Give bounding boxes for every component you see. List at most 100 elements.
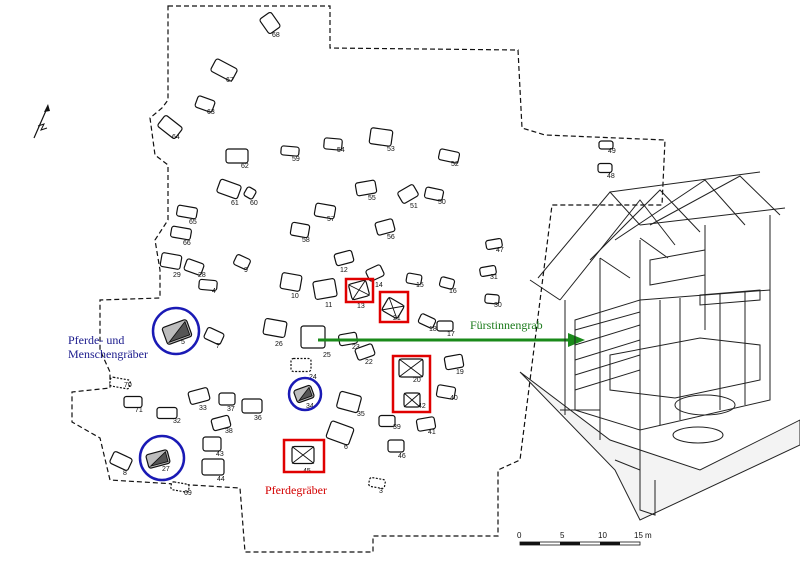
grave-number: 52	[451, 161, 459, 168]
grave-outline	[194, 95, 216, 113]
grave-outline	[312, 278, 338, 300]
grave-3: 3	[368, 476, 386, 495]
grave-number: 7	[216, 343, 220, 350]
grave-number: 40	[450, 395, 458, 402]
grave-number: 19	[456, 369, 464, 376]
scale-tick-10: 10	[598, 531, 607, 540]
grave-number: 44	[217, 476, 225, 483]
label-horse-graves: Pferdegräber	[265, 483, 327, 497]
grave-outline	[280, 145, 300, 157]
grave-number: 22	[365, 359, 373, 366]
grave-outline	[378, 414, 396, 428]
grave-number: 68	[272, 32, 280, 39]
grave-53: 53	[368, 127, 395, 153]
grave-13: 13	[348, 279, 370, 310]
grave-outline	[598, 140, 614, 150]
grave-outline	[210, 414, 232, 432]
grave-outline	[202, 436, 222, 452]
blue-highlights	[138, 306, 323, 482]
grave-outline	[225, 148, 249, 164]
grave-number: 36	[254, 415, 262, 422]
grave-44: 44	[201, 458, 225, 483]
grave-number: 15	[416, 282, 424, 289]
grave-15: 15	[405, 272, 424, 289]
red-box-grave-21	[378, 290, 410, 324]
green-arrow	[318, 333, 585, 347]
grave-cross-mark	[348, 279, 370, 301]
grave-outline	[170, 481, 190, 493]
grave-number: 59	[292, 156, 300, 163]
scale-unit: m	[645, 531, 652, 540]
grave-outline	[597, 162, 613, 174]
grave-outline	[279, 272, 303, 292]
grave-number: 20	[413, 377, 421, 384]
grave-16: 16	[438, 276, 457, 295]
grave-51: 51	[397, 184, 419, 210]
grave-number: 9	[244, 267, 248, 274]
grave-18: 18	[417, 313, 437, 333]
grave-outline	[159, 252, 183, 270]
grave-outline	[438, 276, 456, 290]
grave-50: 50	[423, 186, 446, 206]
grave-58: 58	[289, 221, 311, 244]
grave-69: 69	[170, 481, 192, 497]
grave-number: 39	[393, 424, 401, 431]
grave-cross-mark	[398, 358, 424, 378]
grave-61: 61	[216, 178, 242, 207]
scale-tick-15: 15	[634, 531, 643, 540]
grave-number: 62	[241, 163, 249, 170]
grave-number: 66	[183, 240, 191, 247]
grave-number: 8	[123, 470, 127, 477]
grave-number: 16	[449, 288, 457, 295]
grave-number: 5	[181, 339, 185, 346]
grave-outline	[290, 357, 312, 373]
grave-30: 30	[484, 293, 502, 309]
grave-34: 34	[293, 384, 315, 410]
grave-52: 52	[437, 148, 461, 168]
grave-number: 13	[357, 303, 365, 310]
grave-number: 21	[393, 315, 401, 322]
grave-number: 58	[302, 237, 310, 244]
grave-number: 70	[124, 382, 132, 389]
grave-number: 30	[494, 302, 502, 309]
grave-number: 48	[607, 173, 615, 180]
grave-outline	[109, 376, 131, 390]
grave-number: 27	[162, 466, 170, 473]
grave-62: 62	[225, 148, 249, 170]
grave-27: 27	[145, 449, 171, 473]
grave-outline	[203, 326, 225, 346]
grave-7: 7	[203, 326, 225, 350]
grave-number: 67	[226, 77, 234, 84]
grave-number: 33	[199, 405, 207, 412]
grave-outline	[201, 458, 225, 476]
grave-outline	[156, 406, 178, 420]
grave-outline	[123, 395, 143, 409]
grave-number: 29	[173, 272, 181, 279]
grave-outline	[354, 343, 376, 361]
grave-36: 36	[241, 398, 263, 422]
grave-8: 8	[109, 451, 133, 477]
grave-outline	[484, 293, 500, 305]
grave-outline	[216, 178, 242, 200]
grave-47: 47	[485, 237, 504, 254]
grave-67: 67	[210, 58, 238, 84]
grave-19: 19	[443, 353, 465, 376]
grave-number: 56	[387, 234, 395, 241]
grave-number: 34	[306, 403, 314, 410]
grave-71: 71	[123, 395, 143, 414]
grave-skeleton-mark	[167, 320, 191, 344]
grave-outline	[436, 320, 454, 332]
grave-54: 54	[323, 137, 345, 154]
grave-39: 39	[378, 414, 401, 431]
grave-outline	[437, 148, 461, 164]
grave-6: 6	[325, 420, 355, 451]
grave-number: 61	[231, 200, 239, 207]
grave-22: 22	[354, 343, 376, 366]
grave-number: 60	[250, 200, 258, 207]
grave-outline	[300, 325, 326, 349]
grave-68: 68	[259, 11, 281, 39]
red-box-grave-13	[344, 277, 375, 304]
label-horse-human-line1: Pferde- und	[68, 333, 125, 347]
grave-outline	[233, 254, 251, 270]
grave-outline	[368, 476, 386, 490]
